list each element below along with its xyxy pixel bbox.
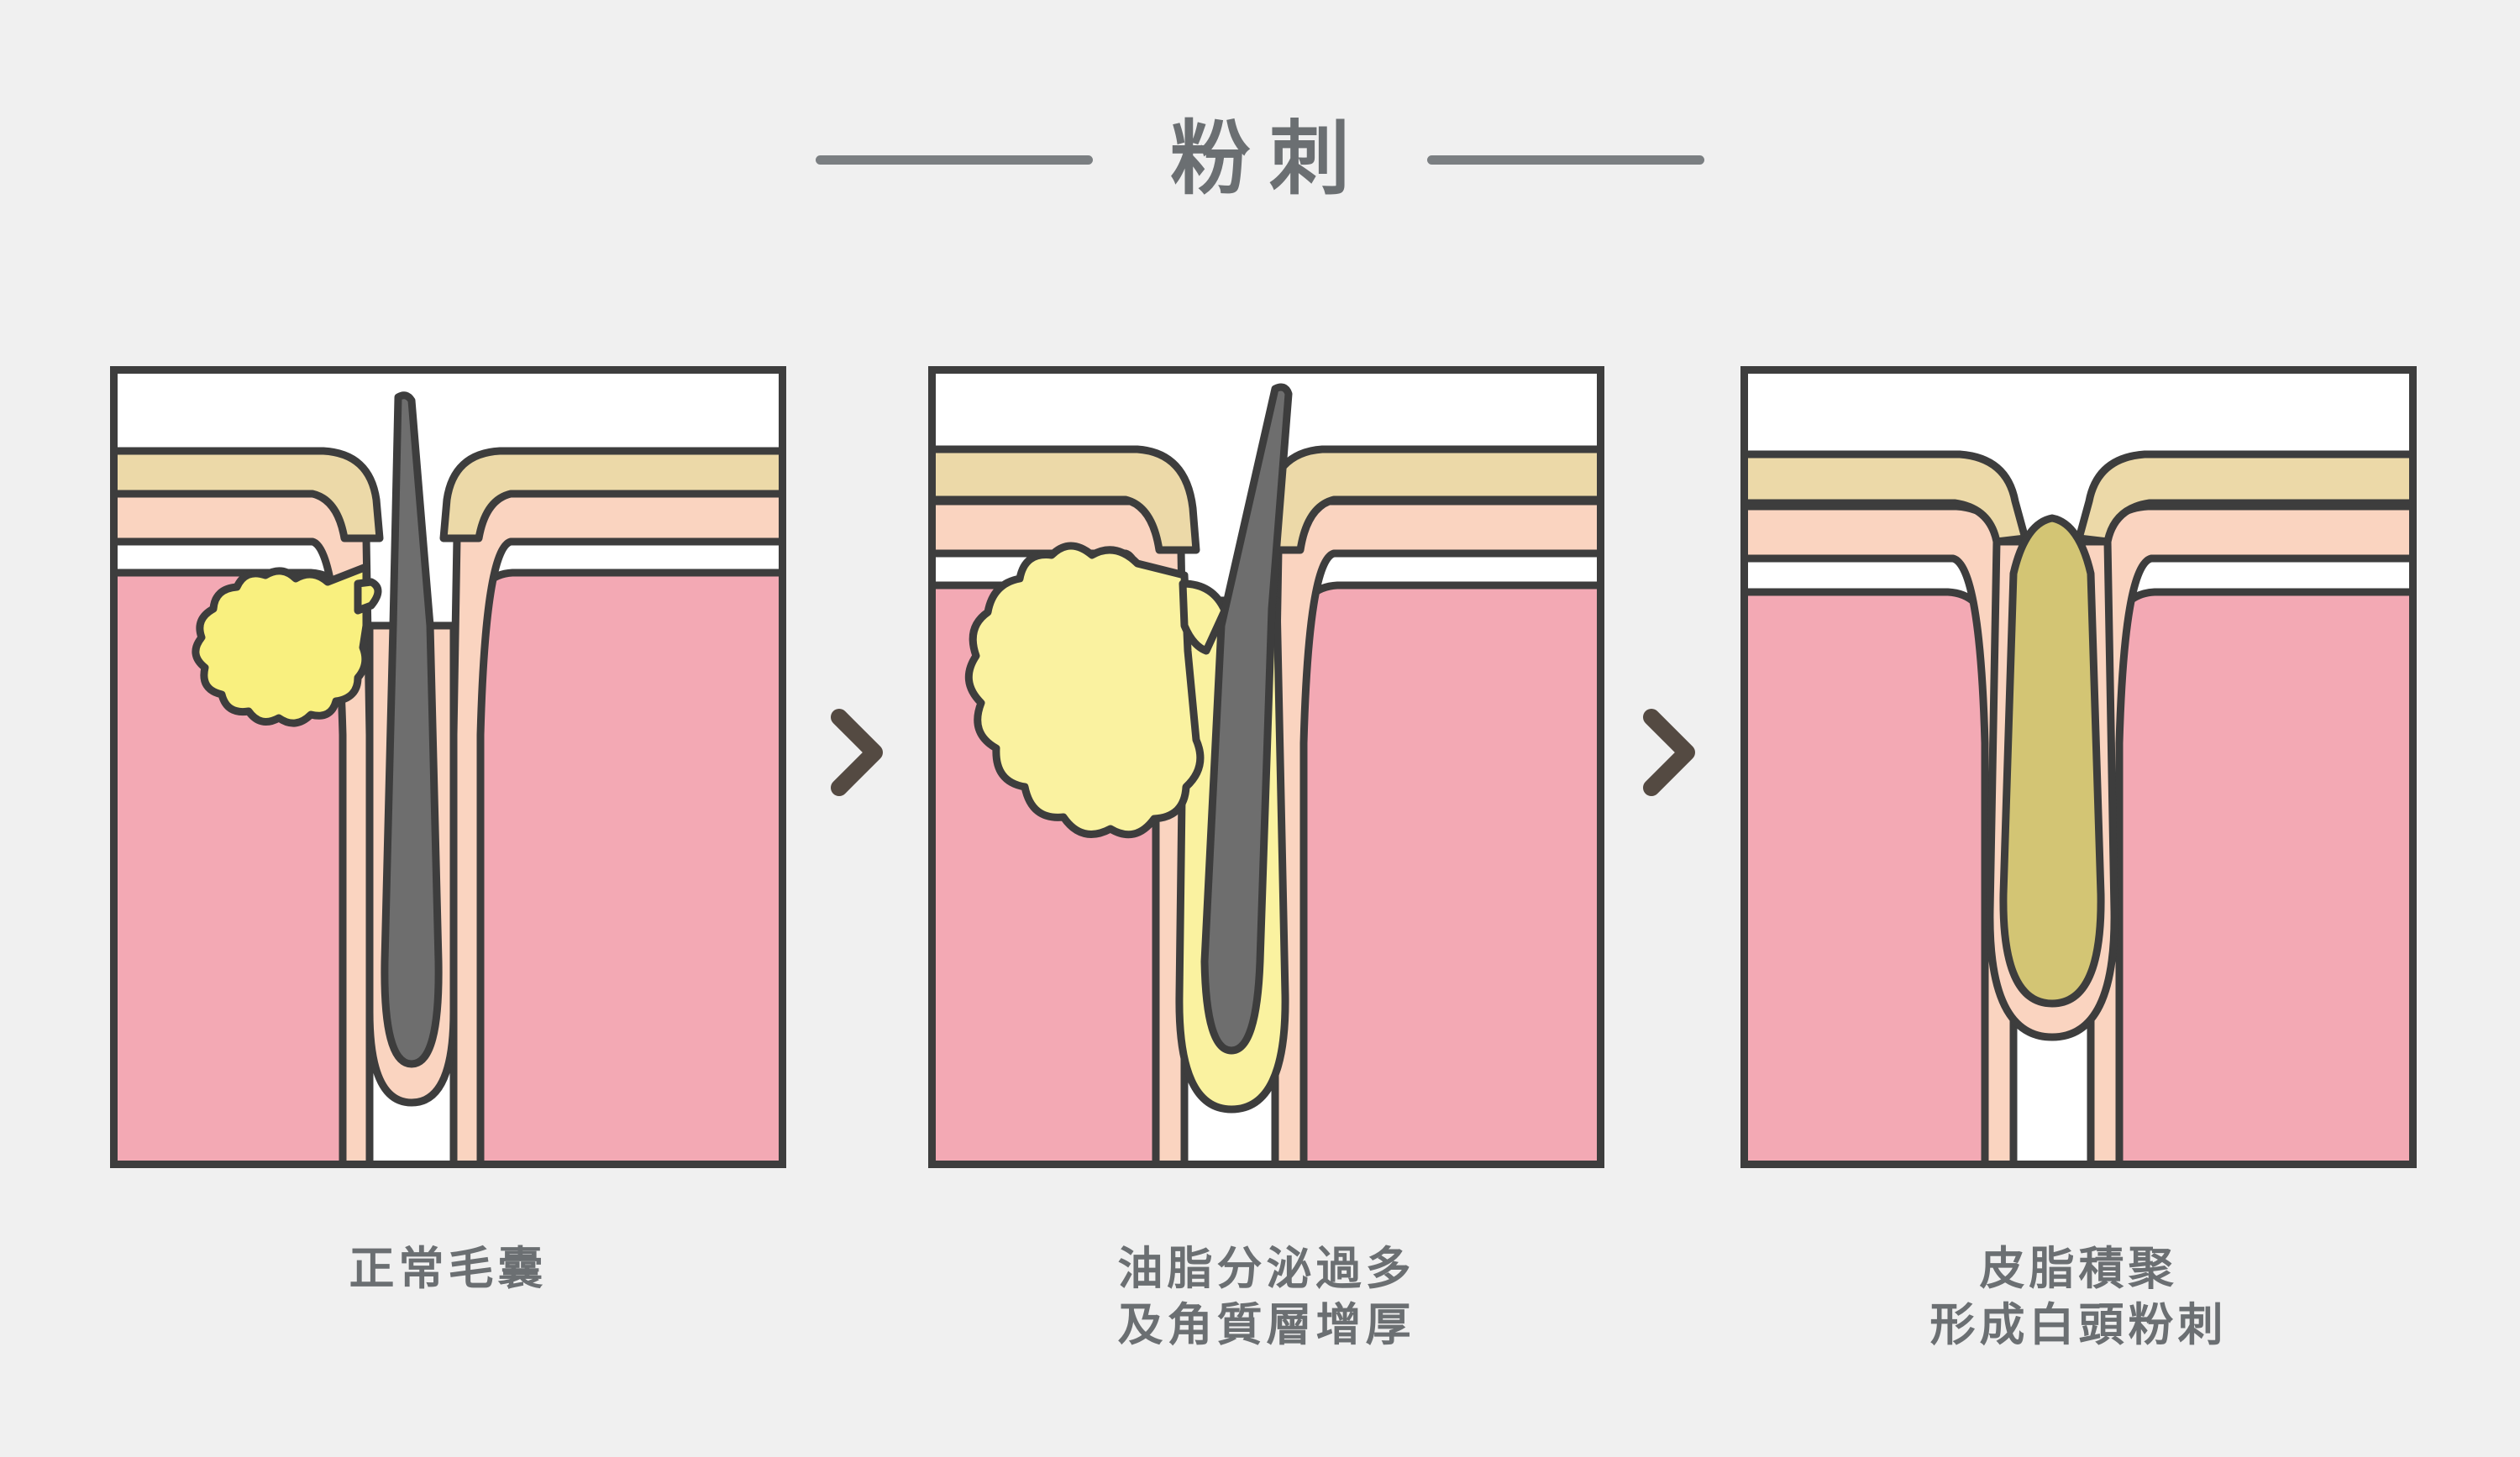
- stratum-corneum-right: [439, 447, 779, 542]
- panels-row: [110, 366, 2417, 1168]
- chevron-right-glyph-1: [831, 709, 883, 796]
- sebaceous-duct: [1179, 579, 1229, 655]
- caption-line: 皮脂積聚: [1979, 1244, 2178, 1294]
- captions-row: 正常毛囊 油脂分泌過多 及角質層增厚 皮脂積聚 形成白頭粉刺: [110, 1241, 2410, 1426]
- title-bar: 粉刺: [0, 101, 2520, 218]
- normal-follicle-illustration: [118, 374, 779, 1161]
- hair-shaft: [381, 391, 443, 1068]
- excess-sebum-illustration: [936, 374, 1597, 1161]
- comedone-plug: [1999, 514, 2105, 1008]
- title-rule-left: [816, 155, 1093, 165]
- hair-shaft: [1200, 383, 1293, 1055]
- caption-whitehead-comedone: 皮脂積聚 形成白頭粉刺: [1740, 1241, 2417, 1354]
- page-title: 粉刺: [1170, 114, 1368, 204]
- dermis-layer-right: [449, 569, 779, 1161]
- enlarged-sebaceous-gland: [964, 542, 1205, 839]
- caption-line: 形成白頭粉刺: [1929, 1299, 2228, 1350]
- chevron-stroke: [1643, 709, 1695, 796]
- chevron-right-icon-1: [821, 702, 896, 803]
- stratum-corneum-left: [118, 447, 384, 542]
- caption-line: 油脂分泌過多: [1117, 1244, 1415, 1294]
- caption-normal-follicle: 正常毛囊: [110, 1241, 786, 1297]
- sebaceous-duct: [354, 578, 382, 615]
- caption-line: 正常毛囊: [349, 1244, 548, 1294]
- dermis-layer-right: [1273, 581, 1597, 1161]
- sebaceous-gland: [192, 563, 370, 727]
- chevron-right-glyph-2: [1643, 709, 1695, 796]
- dermis-layer-right: [2098, 588, 2409, 1161]
- chevron-stroke: [831, 709, 883, 796]
- panel-whitehead-comedone: [1740, 366, 2417, 1168]
- panel-normal-follicle: [110, 366, 786, 1168]
- panel-excess-sebum: [928, 366, 1604, 1168]
- caption-excess-sebum: 油脂分泌過多 及角質層增厚: [928, 1241, 1604, 1354]
- stratum-corneum-right: [2075, 450, 2409, 546]
- title-rule-right: [1427, 155, 1704, 165]
- chevron-right-icon-2: [1633, 702, 1709, 803]
- dermis-layer-left: [1748, 588, 2004, 1161]
- whitehead-comedone-illustration: [1748, 374, 2409, 1161]
- stratum-corneum-left: [1748, 450, 2029, 546]
- thickened-stratum-corneum-left: [936, 445, 1200, 554]
- caption-line: 及角質層增厚: [1117, 1299, 1415, 1350]
